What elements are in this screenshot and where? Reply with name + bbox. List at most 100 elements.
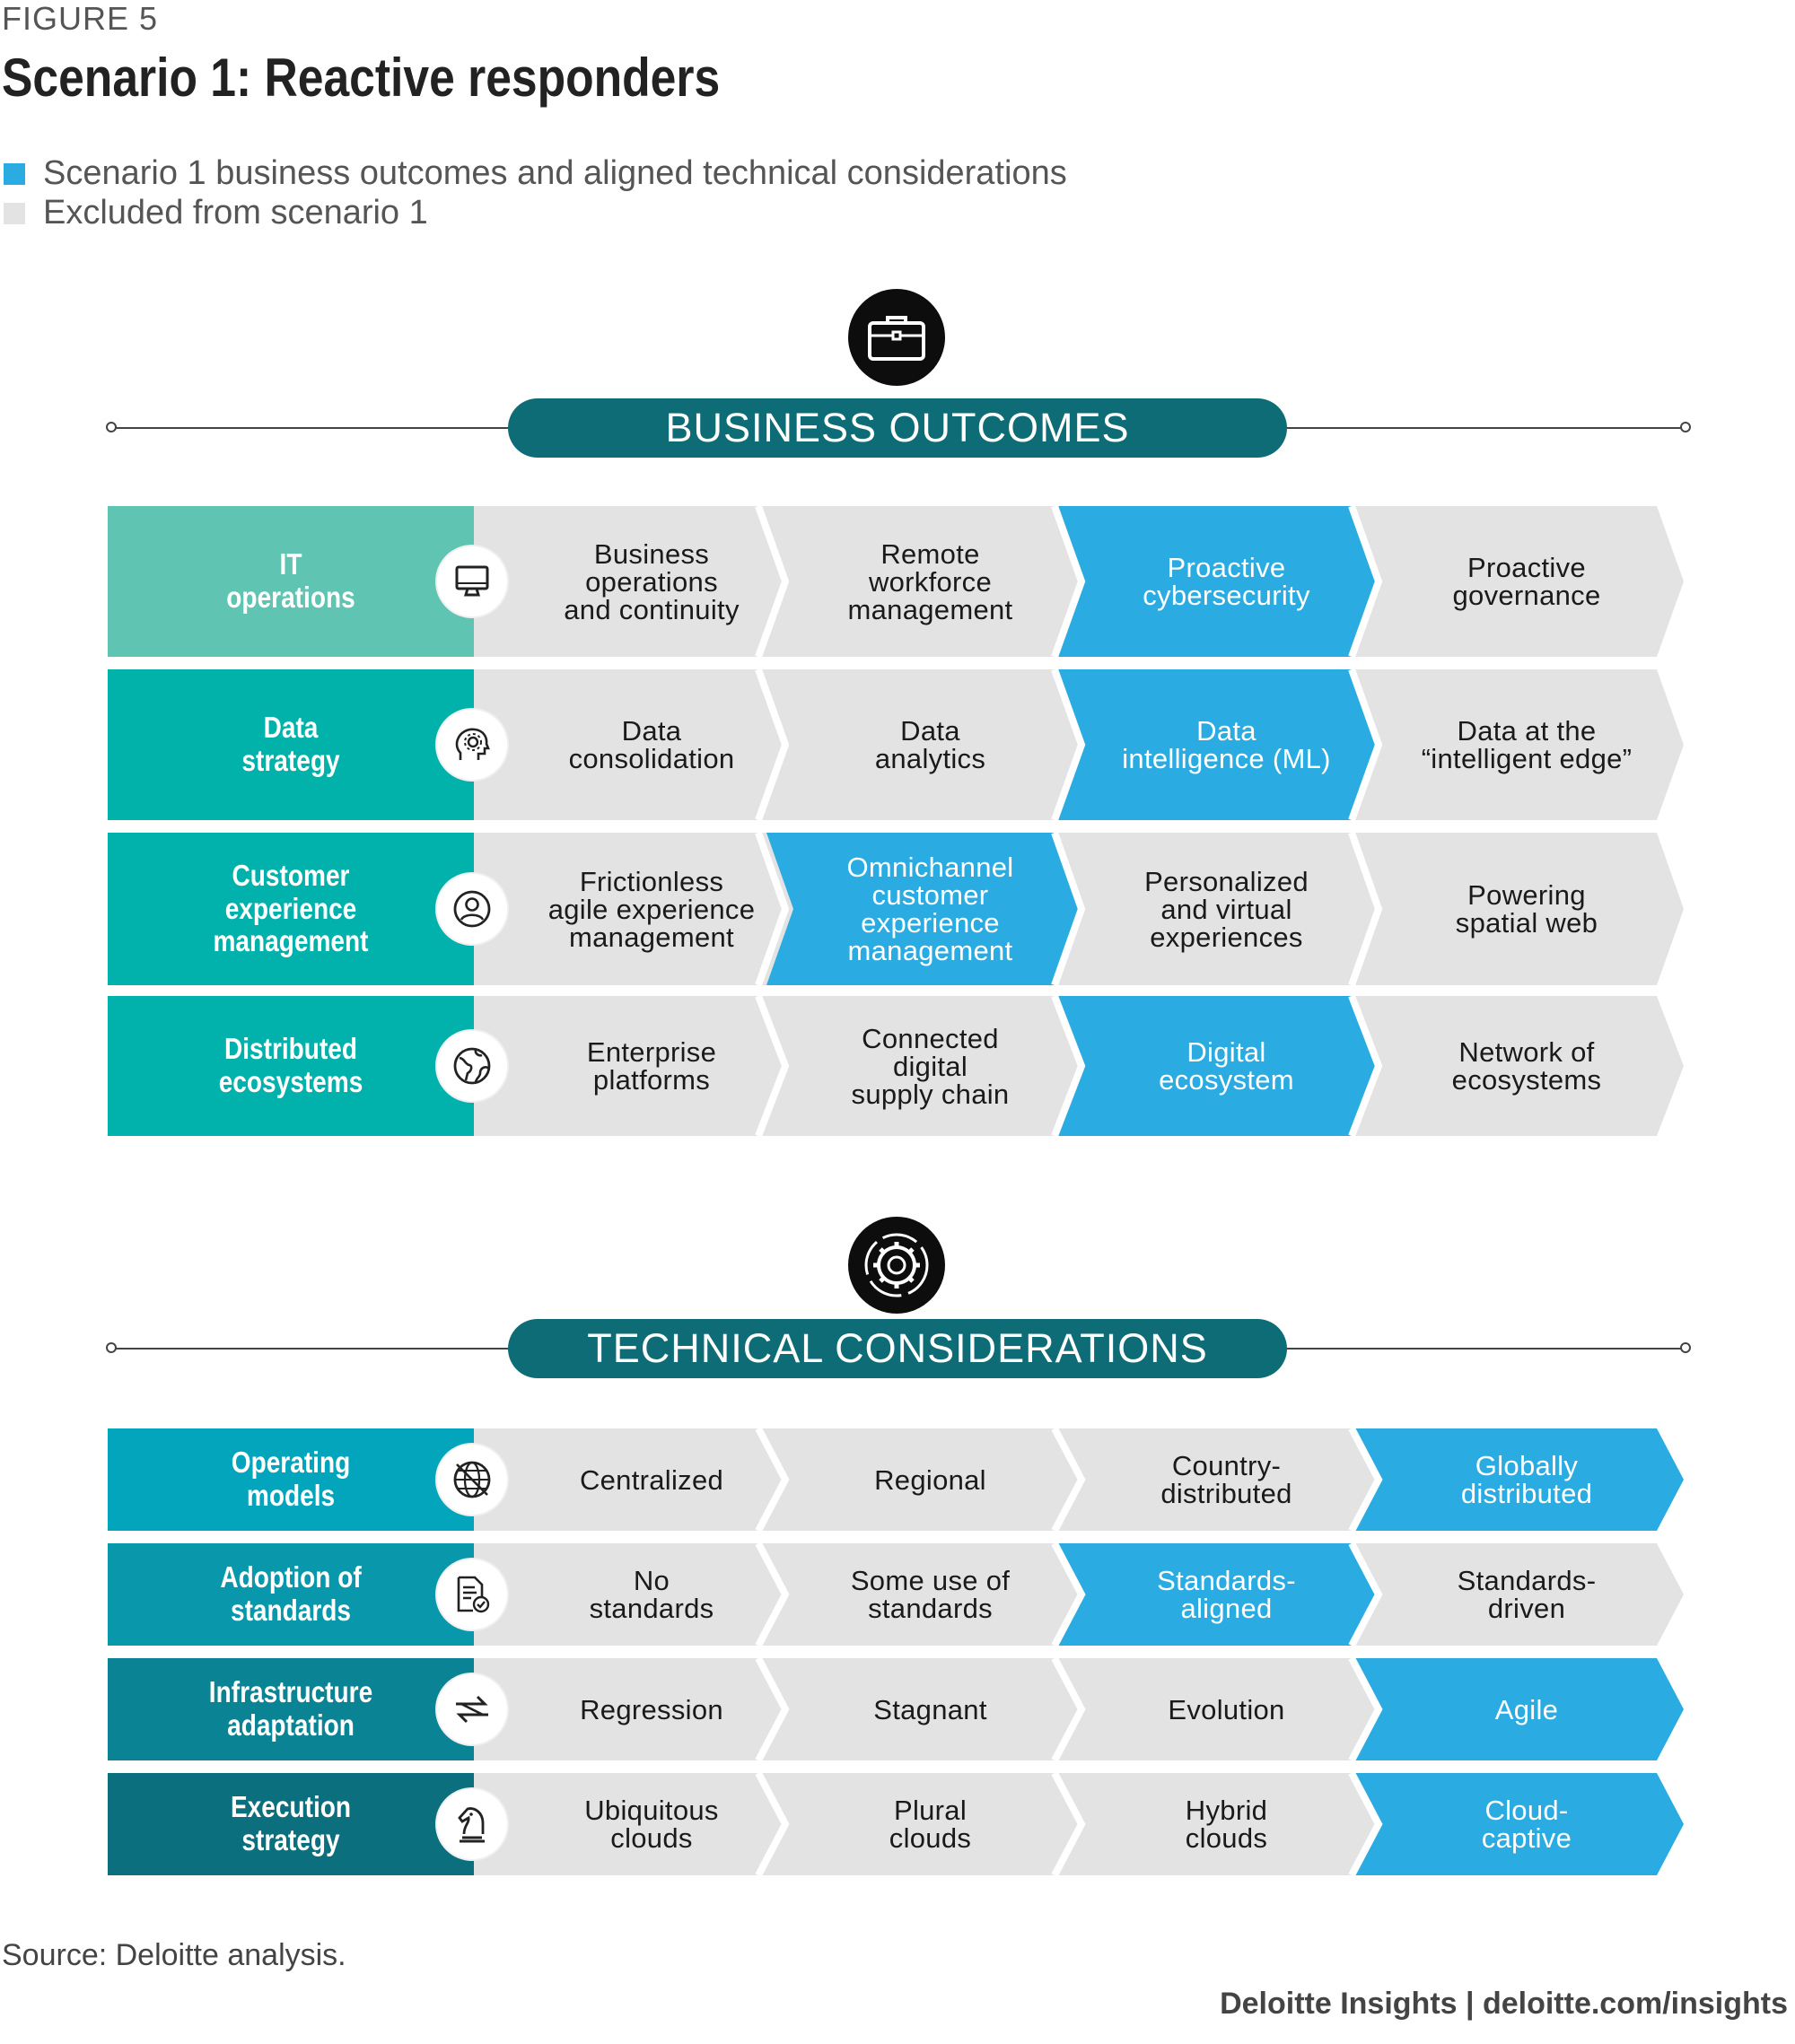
legend-label-included: Scenario 1 business outcomes and aligned…	[43, 154, 1067, 192]
matrix-cell-excluded: Data at the “intelligent edge”	[1352, 669, 1684, 820]
source-note: Source: Deloitte analysis.	[2, 1938, 346, 1972]
matrix-cell-label: Regional	[874, 1463, 986, 1496]
matrix-cell-label: No standards	[589, 1565, 714, 1624]
matrix-cell-excluded: Network of ecosystems	[1352, 996, 1684, 1136]
matrix-cell-excluded: Personalized and virtual experiences	[1055, 833, 1380, 985]
matrix-cell-label: Evolution	[1168, 1693, 1285, 1725]
matrix-cell-included: Cloud- captive	[1352, 1773, 1684, 1875]
matrix-cell-excluded: Powering spatial web	[1352, 833, 1684, 985]
network-globe-icon	[437, 1445, 507, 1515]
legend-item-included: Scenario 1 business outcomes and aligned…	[4, 154, 1067, 193]
chevron-separator	[1348, 833, 1383, 985]
publisher-credit: Deloitte Insights | deloitte.com/insight…	[1220, 1987, 1788, 2021]
matrix-cell-excluded: Regional	[758, 1428, 1084, 1531]
matrix-cell-label: Data at the “intelligent edge”	[1421, 715, 1633, 774]
matrix-cell-included: Agile	[1352, 1658, 1684, 1760]
chevron-separator	[1348, 1428, 1383, 1531]
matrix-cell-label: Data analytics	[874, 715, 986, 774]
row-header: Adoption of standards	[108, 1543, 474, 1646]
matrix-cell-included: Data intelligence (ML)	[1055, 669, 1380, 820]
globe-icon	[437, 1031, 507, 1101]
chess-knight-icon	[437, 1789, 507, 1859]
matrix-cell-label: Connected digital supply chain	[851, 1022, 1010, 1110]
section-heading-business-outcomes: BUSINESS OUTCOMES	[508, 398, 1287, 458]
chevron-separator	[1051, 1773, 1086, 1875]
matrix-cell-label: Some use of standards	[850, 1565, 1011, 1624]
matrix-cell-label: Stagnant	[873, 1693, 987, 1725]
divider-endpoint-left	[106, 1342, 117, 1353]
user-icon	[437, 874, 507, 944]
chevron-separator	[755, 1658, 790, 1760]
monitor-icon	[437, 546, 507, 616]
matrix-cell-label: Proactive cybersecurity	[1143, 552, 1310, 611]
matrix-cell-label: Ubiquitous clouds	[584, 1795, 719, 1854]
matrix-cell-label: Proactive governance	[1452, 552, 1601, 611]
matrix-cell-excluded: Remote workforce management	[758, 506, 1084, 657]
matrix-cell-included: Omnichannel customer experience manageme…	[758, 833, 1084, 985]
matrix-cell-excluded: Data consolidation	[474, 669, 793, 820]
chevron-separator	[755, 1428, 790, 1531]
matrix-cell-label: Enterprise platforms	[586, 1036, 717, 1096]
chevron-separator	[1051, 1658, 1086, 1760]
chevron-separator	[1051, 996, 1086, 1136]
row-header-label: IT operations	[226, 547, 355, 614]
matrix-cell-included: Globally distributed	[1352, 1428, 1684, 1531]
row-header: Infrastructure adaptation	[108, 1658, 474, 1760]
matrix-cell-excluded: Plural clouds	[758, 1773, 1084, 1875]
matrix-cell-excluded: Regression	[474, 1658, 793, 1760]
matrix-cell-included: Standards- aligned	[1055, 1543, 1380, 1646]
matrix-cell-excluded: Evolution	[1055, 1658, 1380, 1760]
brain-gear-icon	[437, 710, 507, 780]
matrix-cell-included: Digital ecosystem	[1055, 996, 1380, 1136]
matrix-cell-label: Remote workforce management	[847, 537, 1013, 625]
matrix-cell-excluded: Stagnant	[758, 1658, 1084, 1760]
matrix-cell-label: Business operations and continuity	[564, 537, 740, 625]
divider-endpoint-left	[106, 422, 117, 432]
document-check-icon	[437, 1559, 507, 1629]
chevron-separator	[1348, 1773, 1383, 1875]
matrix-cell-label: Network of ecosystems	[1451, 1036, 1602, 1096]
matrix-cell-excluded: Connected digital supply chain	[758, 996, 1084, 1136]
row-header: Distributed ecosystems	[108, 996, 474, 1136]
section-heading-technical-considerations: TECHNICAL CONSIDERATIONS	[508, 1319, 1287, 1378]
row-header: Operating models	[108, 1428, 474, 1531]
row-header: Customer experience management	[108, 833, 474, 985]
matrix-cell-label: Data intelligence (ML)	[1122, 715, 1331, 774]
figure-title: Scenario 1: Reactive responders	[2, 48, 721, 108]
matrix-cell-excluded: Country- distributed	[1055, 1428, 1380, 1531]
row-header-label: Execution strategy	[230, 1790, 352, 1856]
chevron-separator	[755, 669, 790, 820]
row-header-label: Data strategy	[241, 711, 340, 777]
legend-label-excluded: Excluded from scenario 1	[43, 194, 428, 231]
matrix-cell-excluded: No standards	[474, 1543, 793, 1646]
row-header-label: Distributed ecosystems	[218, 1032, 363, 1098]
chevron-separator	[1348, 996, 1383, 1136]
chevron-separator	[1348, 506, 1383, 657]
matrix-cell-excluded: Frictionless agile experience management	[474, 833, 793, 985]
matrix-cell-excluded: Data analytics	[758, 669, 1084, 820]
chevron-separator	[1051, 833, 1086, 985]
chevron-separator	[1051, 1428, 1086, 1531]
matrix-cell-label: Data consolidation	[568, 715, 735, 774]
matrix-cell-label: Regression	[580, 1693, 723, 1725]
matrix-cell-included: Proactive cybersecurity	[1055, 506, 1380, 657]
matrix-cell-label: Plural clouds	[889, 1795, 972, 1854]
matrix-cell-label: Omnichannel customer experience manageme…	[846, 852, 1014, 966]
matrix-cell-label: Globally distributed	[1460, 1450, 1593, 1509]
matrix-cell-label: Powering spatial web	[1455, 879, 1598, 939]
legend-item-excluded: Excluded from scenario 1	[4, 194, 428, 232]
matrix-cell-label: Digital ecosystem	[1159, 1036, 1294, 1096]
matrix-cell-excluded: Enterprise platforms	[474, 996, 793, 1136]
divider-endpoint-right	[1680, 1342, 1691, 1353]
divider-endpoint-right	[1680, 422, 1691, 432]
matrix-cell-excluded: Proactive governance	[1352, 506, 1684, 657]
row-header-label: Customer experience management	[213, 858, 369, 958]
row-header: Execution strategy	[108, 1773, 474, 1875]
matrix-cell-label: Hybrid clouds	[1185, 1795, 1268, 1854]
matrix-cell-label: Frictionless agile experience management	[547, 865, 756, 953]
matrix-cell-label: Standards- aligned	[1157, 1565, 1296, 1624]
row-header-label: Adoption of standards	[220, 1560, 362, 1627]
matrix-cell-excluded: Business operations and continuity	[474, 506, 793, 657]
gear-icon	[848, 1217, 945, 1314]
legend-swatch-excluded	[4, 202, 25, 224]
